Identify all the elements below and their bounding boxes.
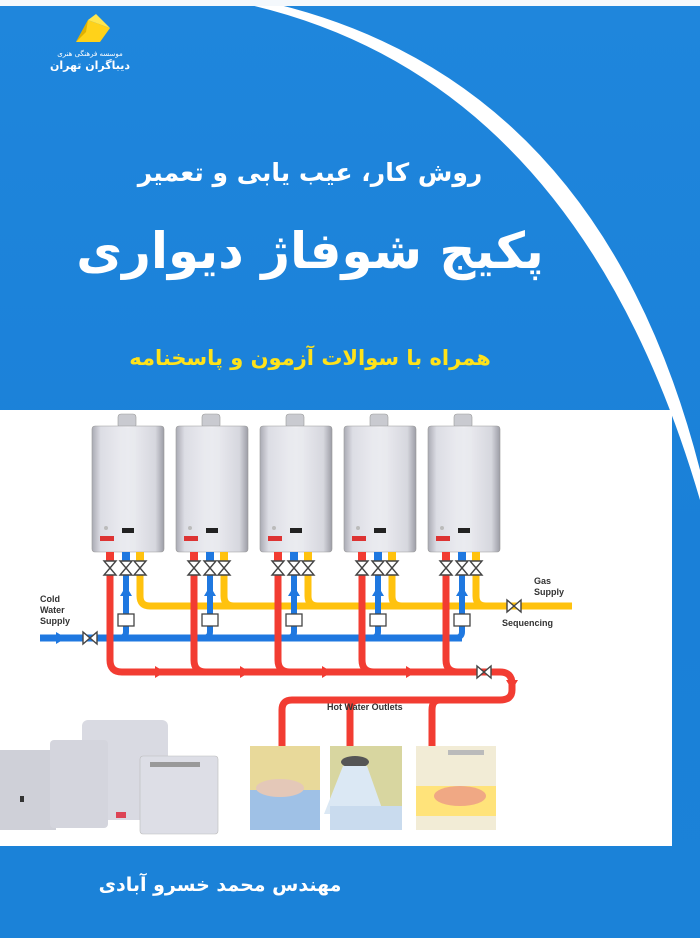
publisher-block: موسسه فرهنگی هنری دیباگران تهران (40, 12, 140, 73)
publisher-logo-icon (76, 14, 110, 42)
publisher-small-line: موسسه فرهنگی هنری (57, 50, 123, 58)
cold-water-supply-label: Cold Water Supply (40, 594, 71, 626)
outlet-photo-dishwashing (250, 746, 320, 830)
outlet-photo-shower (324, 746, 402, 830)
heater-unit-4 (343, 413, 417, 553)
gas-sequencing-valve (506, 599, 522, 613)
book-tagline: همراه با سوالات آزمون و پاسخنامه (129, 346, 491, 370)
book-title: پکیج شوفاژ دیواری (76, 222, 544, 280)
heater-unit-5 (427, 413, 501, 553)
heater-unit-1 (91, 413, 165, 553)
publisher-name: دیباگران تهران (49, 59, 131, 72)
hot-water-outlets-label: Hot Water Outlets (327, 702, 403, 712)
gas-supply-label: Gas Supply (534, 576, 565, 597)
hot-outlet-valve (476, 665, 492, 679)
outlet-photo-handwash (416, 746, 496, 830)
author-name: مهندس محمد خسرو آبادی (98, 874, 342, 896)
sequencing-label: Sequencing (502, 618, 554, 628)
cascade-heater-diagram (0, 413, 572, 835)
standalone-heaters-photo (0, 720, 219, 835)
book-subtitle: روش کار، عیب یابی و تعمیر (137, 158, 483, 187)
cold-supply-valve (82, 631, 98, 645)
heater-unit-3 (259, 413, 333, 553)
diagram-panel: Cold Water Supply Gas Supply Sequencing … (0, 410, 672, 846)
heater-unit-2 (175, 413, 249, 553)
